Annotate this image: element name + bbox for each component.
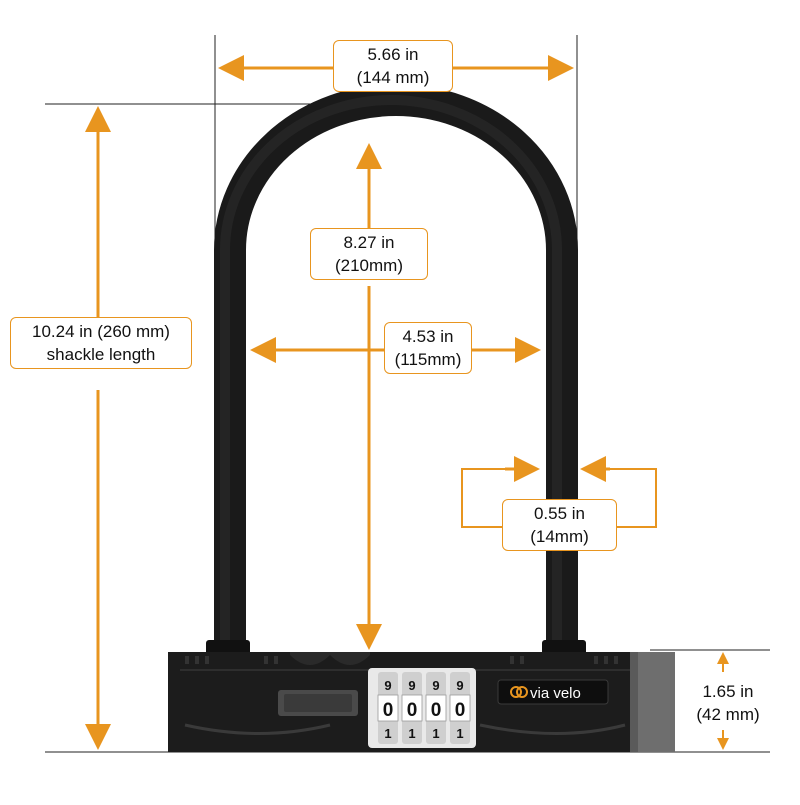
- dial-wheel-window: [449, 694, 471, 722]
- inner-height-arrow-up-head-end: [356, 143, 382, 169]
- body-height-arrow-down-head: [717, 738, 729, 750]
- dial-digit-bottom: 1: [456, 726, 463, 741]
- brand-badge: via velo: [497, 679, 609, 705]
- dial-wheel-window: [401, 694, 423, 722]
- inner-width-label: 4.53 in (115mm): [384, 322, 472, 374]
- shackle-diameter-bracket-right: [610, 468, 657, 528]
- reference-lines: [45, 35, 770, 753]
- dial-wheel: 9 0 1: [401, 672, 423, 744]
- inner-height-label: 8.27 in (210mm): [310, 228, 428, 280]
- inner-height-arrow-down-head-end: [356, 624, 382, 650]
- inner-height-value: 8.27 in: [343, 233, 395, 252]
- dial-digit-middle: 0: [407, 700, 418, 721]
- inner-height-metric: (210mm): [334, 256, 403, 275]
- overall-width-arrow-left: [218, 55, 333, 81]
- inner-width-arrow-right: [472, 337, 541, 363]
- overall-width-arrow-right: [453, 55, 574, 81]
- body-height-metric: (42 mm): [696, 705, 760, 724]
- inner-width-arrow-right-head-end: [515, 337, 541, 363]
- dial-wheel: 9 0 1: [377, 672, 399, 744]
- body-height-arrow-up: [717, 652, 729, 672]
- overall-width-value: 5.66 in: [367, 45, 419, 64]
- overall-width-arrow-left-head-end: [218, 55, 244, 81]
- dial-digit-bottom: 1: [408, 726, 415, 741]
- dial-wheel-window: [377, 694, 399, 722]
- shackle-diameter-value: 0.55 in: [533, 504, 586, 523]
- dial-digit-bottom: 1: [384, 726, 391, 741]
- shackle-diameter-arrow-right: [580, 456, 610, 482]
- body-height-arrow-up-head: [717, 652, 729, 664]
- dimension-arrows: [85, 55, 729, 750]
- inner-width-metric: (115mm): [394, 350, 462, 369]
- brand-logo-icon-ring: [516, 686, 528, 698]
- dial-digit-top: 9: [432, 678, 439, 693]
- shackle-length-caption: shackle length: [46, 345, 156, 364]
- brand-logo-icon: [510, 686, 522, 698]
- shackle-diameter-arrow-right-head-end: [580, 456, 606, 482]
- overall-width-arrow-right-head-end: [548, 55, 574, 81]
- shackle-length-arrow-up: [85, 106, 111, 317]
- body-height-arrows: [717, 652, 729, 750]
- inner-height-arrow-down: [356, 286, 382, 650]
- overall-width-metric: (144 mm): [356, 68, 430, 87]
- inner-width-arrow-left-head-end: [250, 337, 276, 363]
- brand-name: via velo: [530, 685, 581, 702]
- dial-digit-middle: 0: [383, 700, 394, 721]
- lock-body: [168, 652, 675, 752]
- shackle-diameter-bracket: [461, 468, 657, 528]
- shackle-diameter-arrow-left-head-end: [514, 456, 540, 482]
- dial-digit-middle: 0: [431, 700, 442, 721]
- shackle-length-arrow-up-head-end: [85, 106, 111, 132]
- inner-width-arrow-left: [250, 337, 384, 363]
- shackle-diameter-bracket-left: [461, 468, 505, 528]
- shackle-length-arrow-down-head-end: [85, 724, 111, 750]
- body-height-value: 1.65 in: [702, 682, 754, 701]
- body-height-arrow-down: [717, 730, 729, 750]
- dial-digit-top: 9: [408, 678, 415, 693]
- overall-width-label: 5.66 in (144 mm): [333, 40, 453, 92]
- shackle-length-value: 10.24 in (260 mm): [32, 322, 170, 341]
- body-height-label: 1.65 in (42 mm): [680, 680, 776, 726]
- inner-width-value: 4.53 in: [402, 327, 454, 346]
- dial-digit-middle: 0: [455, 700, 466, 721]
- u-shackle: [206, 84, 586, 656]
- dial-wheel-window: [425, 694, 447, 722]
- inner-height-arrow-up: [356, 143, 382, 228]
- dial-wheel: 9 0 1: [425, 672, 447, 744]
- dial-digit-bottom: 1: [432, 726, 439, 741]
- shackle-diameter-label: 0.55 in (14mm): [502, 499, 617, 551]
- body-vent-slots: [185, 656, 618, 664]
- shackle-diameter-arrow-left: [505, 456, 540, 482]
- shackle-length-label: 10.24 in (260 mm) shackle length: [10, 317, 192, 369]
- dial-digit-top: 9: [384, 678, 391, 693]
- shackle-length-arrow-down: [85, 390, 111, 750]
- shackle-diameter-metric: (14mm): [530, 527, 589, 546]
- dial-wheel: 9 0 1: [449, 672, 471, 744]
- dial-digit-top: 9: [456, 678, 463, 693]
